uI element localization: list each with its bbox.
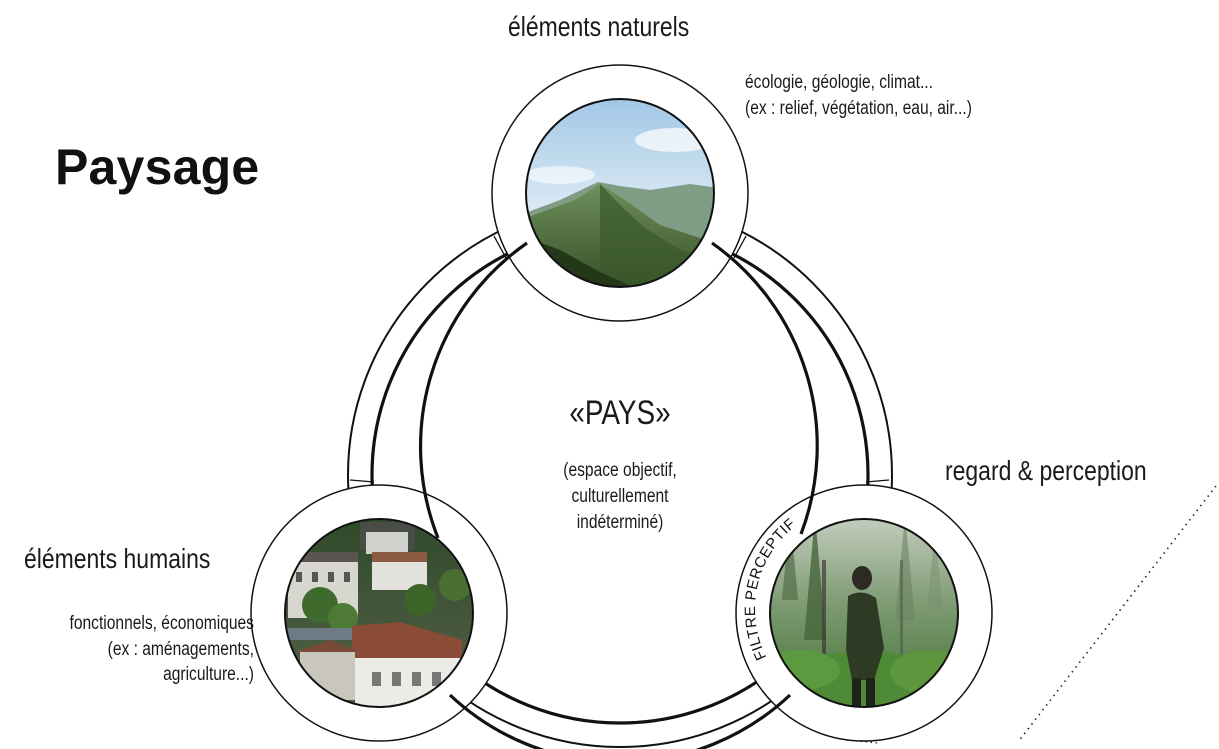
ring-tick bbox=[349, 479, 375, 483]
center-description: (espace objectif, culturellement indéter… bbox=[563, 458, 676, 537]
center-description-line: indéterminé) bbox=[576, 512, 664, 534]
perception-title: regard & perception bbox=[945, 455, 1147, 486]
inner-ring-arc bbox=[418, 241, 528, 539]
ring-tick bbox=[733, 235, 747, 259]
center-description-line: (espace objectif, bbox=[563, 460, 677, 481]
human-description-line: agriculture...) bbox=[163, 664, 254, 686]
page-title: Paysage bbox=[55, 139, 260, 195]
human-image-border bbox=[284, 518, 474, 708]
human-elements-description: fonctionnels, économiques (ex : aménagem… bbox=[70, 611, 254, 688]
center-description-line: culturellement bbox=[571, 486, 669, 508]
inner-ring-arc bbox=[448, 693, 792, 749]
ring-tick bbox=[865, 479, 890, 483]
ring-tick bbox=[493, 235, 507, 259]
dotted-sight-line bbox=[1017, 485, 1217, 743]
natural-description-line: écologie, géologie, climat... bbox=[745, 72, 933, 93]
human-elements-title: éléments humains bbox=[24, 543, 211, 574]
human-description-line: fonctionnels, économiques bbox=[69, 613, 254, 634]
natural-elements-description: écologie, géologie, climat... (ex : reli… bbox=[745, 70, 972, 121]
human-description-line: (ex : aménagements, bbox=[107, 638, 254, 660]
center-title: «PAYS» bbox=[569, 394, 671, 432]
village-image bbox=[285, 519, 473, 707]
natural-image-border bbox=[525, 98, 715, 288]
natural-description-line: (ex : relief, végétation, eau, air...) bbox=[745, 97, 972, 119]
perception-image-border bbox=[769, 518, 959, 708]
natural-elements-title: éléments naturels bbox=[508, 11, 690, 42]
inner-ring-arc bbox=[711, 241, 819, 535]
